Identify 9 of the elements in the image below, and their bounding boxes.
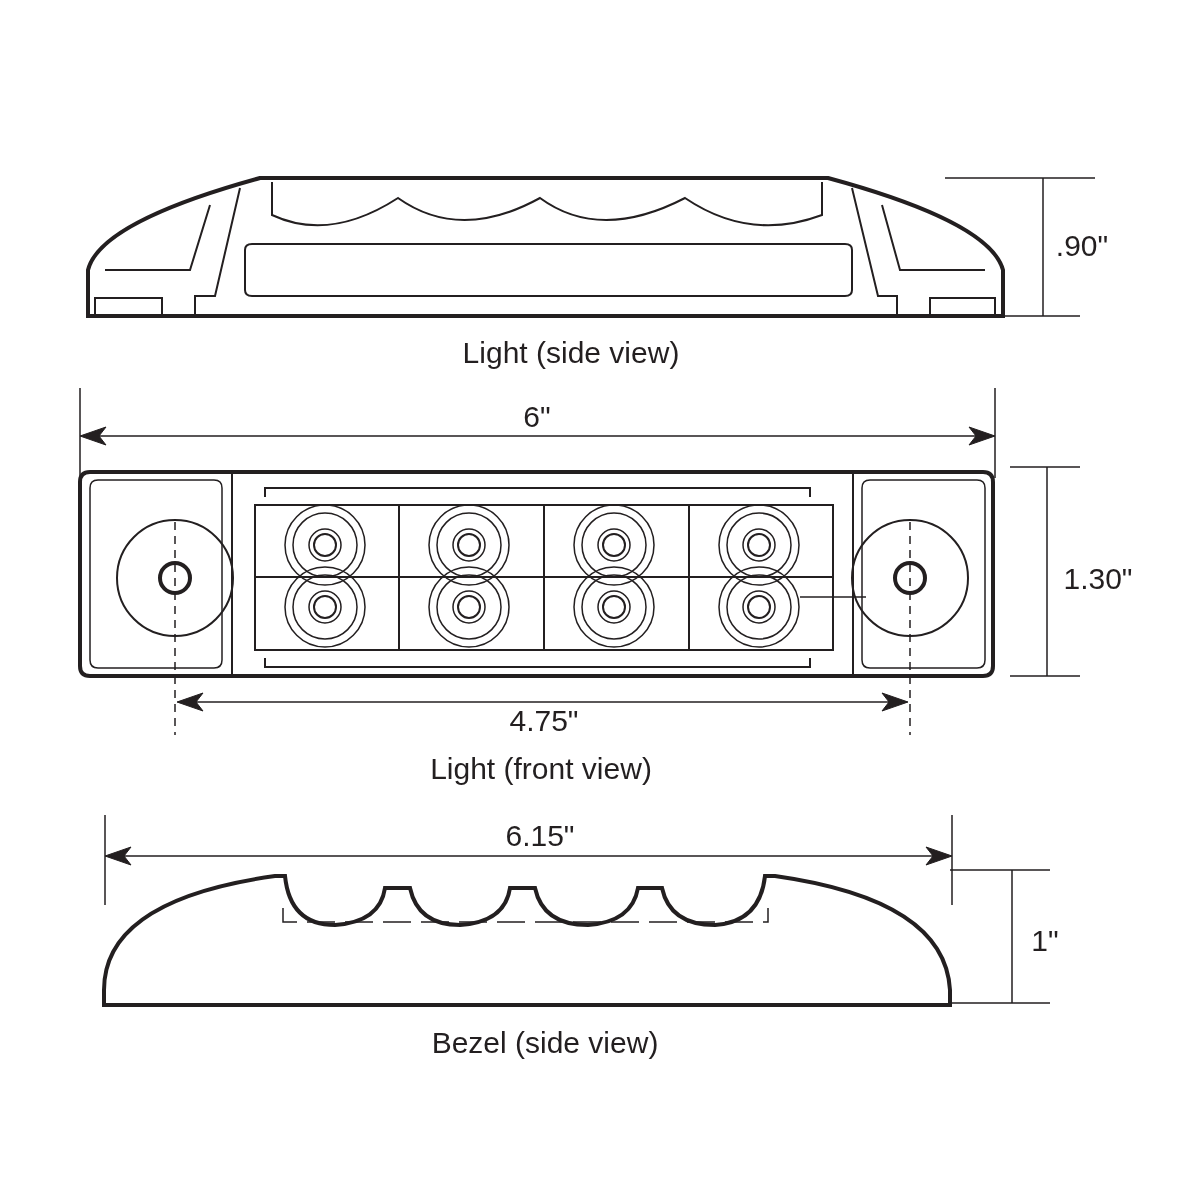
dimension-label: 4.75" bbox=[509, 703, 579, 737]
view-caption: Light (front view) bbox=[430, 751, 652, 785]
dimension-label: .90" bbox=[1055, 228, 1109, 262]
view-caption: Light (side view) bbox=[462, 335, 680, 369]
dimension-label: 1" bbox=[1031, 923, 1059, 957]
view-caption: Bezel (side view) bbox=[431, 1025, 659, 1059]
dimension-label: 1.30" bbox=[1063, 561, 1133, 595]
dimension-label: 6" bbox=[523, 399, 551, 433]
dimension-label: 6.15" bbox=[505, 818, 575, 852]
